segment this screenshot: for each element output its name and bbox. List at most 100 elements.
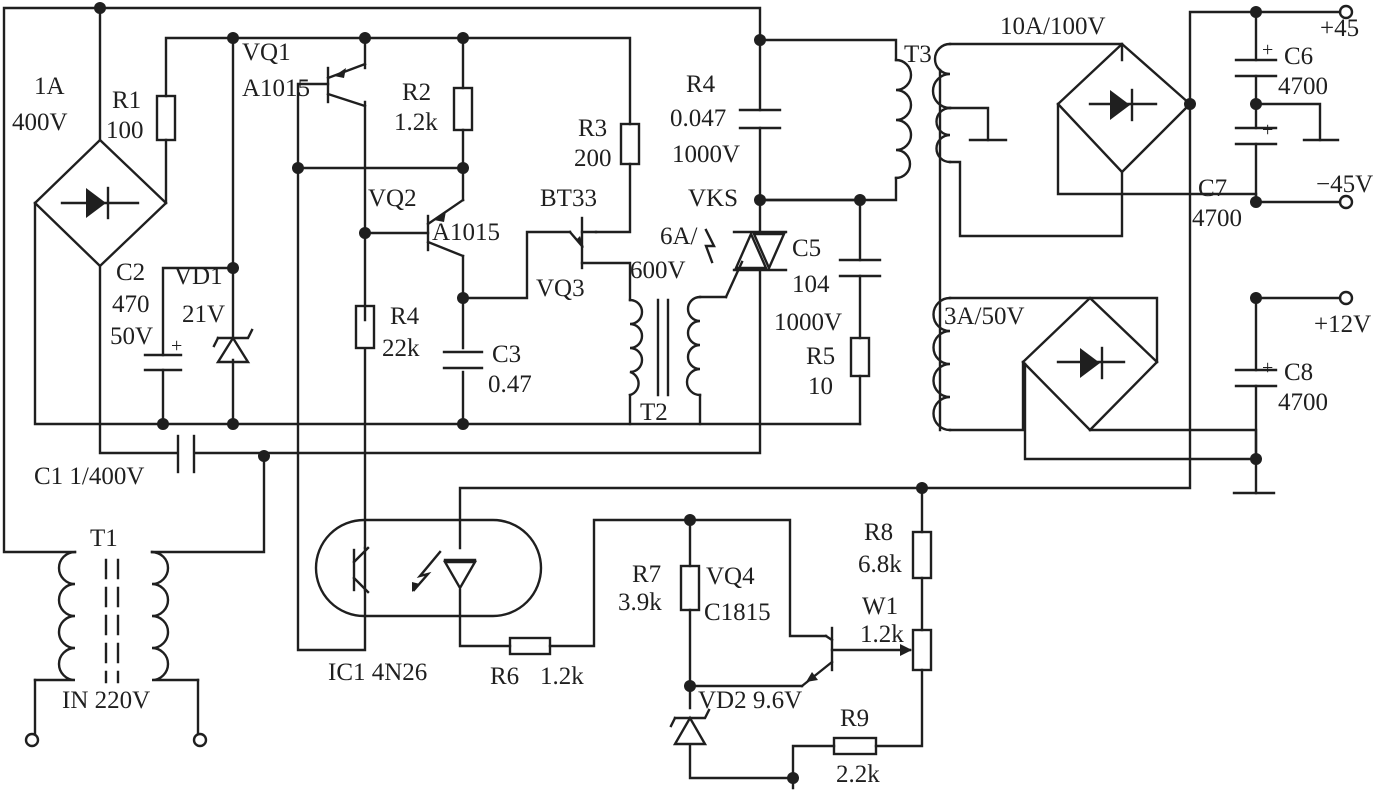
label-vq2-name: VQ2 bbox=[368, 185, 417, 212]
bridge-rectifier-1 bbox=[33, 138, 168, 268]
label-r6-name: R6 bbox=[490, 663, 519, 690]
label-vd2: VD2 9.6V bbox=[698, 687, 802, 714]
label-r7-name: R7 bbox=[632, 561, 661, 588]
capacitor-r4-0047 bbox=[738, 108, 782, 130]
resistor-r1 bbox=[155, 94, 177, 142]
label-c5-name: C5 bbox=[792, 235, 821, 262]
resistor-r6 bbox=[508, 636, 552, 656]
transistor-vq1 bbox=[326, 62, 367, 108]
resistor-r4-22k bbox=[354, 304, 376, 350]
transformer-t1 bbox=[33, 550, 200, 684]
label-out-p45: +45 bbox=[1320, 15, 1359, 42]
capacitor-c7 bbox=[1234, 126, 1278, 146]
label-c6-value: 4700 bbox=[1278, 73, 1328, 100]
label-r1-name: R1 bbox=[112, 87, 141, 114]
transformer-t2 bbox=[628, 295, 702, 397]
label-c2-name: C2 bbox=[116, 259, 145, 286]
label-c1: C1 1/400V bbox=[34, 463, 144, 490]
label-vks-current: 6A/ bbox=[660, 223, 698, 250]
resistor-r5 bbox=[849, 336, 871, 378]
label-r2-value: 1.2k bbox=[394, 109, 438, 136]
label-bridge3-rating: 3A/50V bbox=[944, 303, 1025, 330]
resistor-r9 bbox=[832, 736, 878, 756]
label-c8-value: 4700 bbox=[1278, 389, 1328, 416]
zener-diode-vd2 bbox=[669, 708, 711, 746]
label-vq3-name: VQ3 bbox=[536, 275, 585, 302]
capacitor-c6 bbox=[1234, 58, 1278, 78]
label-c5-voltage: 1000V bbox=[774, 309, 842, 336]
label-c8-plus: + bbox=[1262, 357, 1273, 379]
label-c2-cap: 470 bbox=[112, 291, 150, 318]
label-vq4-name: VQ4 bbox=[706, 563, 755, 590]
label-c3-value: 0.47 bbox=[488, 371, 532, 398]
bridge-rectifier-2 bbox=[1056, 42, 1192, 174]
labels: 1A 400V R1 100 C2 470 50V + VD1 21V VQ1 … bbox=[12, 13, 1373, 788]
label-r4a-name: R4 bbox=[390, 303, 420, 330]
label-r5-value: 10 bbox=[808, 373, 833, 400]
capacitor-c1 bbox=[176, 434, 196, 474]
transistor-vq4 bbox=[800, 626, 834, 688]
label-c2-plus: + bbox=[171, 335, 182, 357]
resistor-r8 bbox=[911, 530, 933, 580]
label-c8-name: C8 bbox=[1284, 359, 1313, 386]
label-out-m45: −45V bbox=[1316, 171, 1373, 198]
label-r8-value: 6.8k bbox=[858, 551, 902, 578]
label-vks-voltage: 600V bbox=[630, 257, 686, 284]
resistor-r7 bbox=[679, 564, 701, 612]
label-t1-name: T1 bbox=[90, 525, 118, 552]
label-bridge1-voltage: 400V bbox=[12, 109, 68, 136]
label-vq1-type: A1015 bbox=[242, 75, 310, 102]
label-vd1-value: 21V bbox=[182, 301, 225, 328]
capacitor-c2 bbox=[143, 353, 183, 372]
label-vks-name: VKS bbox=[688, 185, 738, 212]
label-vq2-type: A1015 bbox=[432, 219, 500, 246]
label-out-p12: +12V bbox=[1314, 311, 1371, 338]
ujt-vq3 bbox=[568, 216, 598, 270]
transformer-t3 bbox=[894, 42, 952, 432]
label-bridge2-rating: 10A/100V bbox=[1000, 13, 1106, 40]
label-vd1-name: VD1 bbox=[174, 263, 223, 290]
resistor-r3 bbox=[619, 122, 641, 166]
label-r4a-value: 22k bbox=[382, 335, 420, 362]
label-vq4-type: C1815 bbox=[704, 599, 771, 626]
label-c7-plus: + bbox=[1262, 119, 1273, 141]
label-r6-value: 1.2k bbox=[540, 663, 584, 690]
label-input: IN 220V bbox=[62, 687, 150, 714]
label-r7-value: 3.9k bbox=[618, 589, 662, 616]
label-c7-name: C7 bbox=[1198, 175, 1227, 202]
label-c3-name: C3 bbox=[492, 341, 521, 368]
label-c6-plus: + bbox=[1262, 39, 1273, 61]
label-t3-name: T3 bbox=[904, 41, 932, 68]
potentiometer-w1 bbox=[900, 628, 933, 672]
label-vq1-name: VQ1 bbox=[242, 39, 291, 66]
zener-diode-vd1 bbox=[212, 328, 254, 364]
label-r3-value: 200 bbox=[574, 145, 612, 172]
label-t2-name: T2 bbox=[640, 399, 668, 426]
label-r9-value: 2.2k bbox=[836, 761, 880, 788]
label-w1-name: W1 bbox=[862, 593, 898, 620]
output-terminals bbox=[24, 4, 1354, 748]
label-c6-name: C6 bbox=[1284, 43, 1313, 70]
transistor-vq2 bbox=[426, 198, 465, 258]
label-ic1: IC1 4N26 bbox=[328, 659, 427, 686]
label-r4b-value: 0.047 bbox=[670, 105, 726, 132]
bridge-rectifier-3 bbox=[1021, 296, 1159, 432]
label-bt33-name: BT33 bbox=[540, 185, 597, 212]
label-r2-name: R2 bbox=[402, 79, 431, 106]
label-r3-name: R3 bbox=[578, 115, 607, 142]
label-c5-value: 104 bbox=[792, 271, 830, 298]
label-c7-value: 4700 bbox=[1192, 205, 1242, 232]
capacitor-c3 bbox=[442, 350, 484, 370]
label-r8-name: R8 bbox=[864, 519, 893, 546]
label-w1-value: 1.2k bbox=[860, 621, 904, 648]
label-c2-voltage: 50V bbox=[110, 323, 153, 350]
capacitor-c8 bbox=[1234, 368, 1278, 388]
label-r4b-voltage: 1000V bbox=[672, 141, 740, 168]
label-r4b-name: R4 bbox=[686, 71, 716, 98]
label-bridge1-current: 1A bbox=[34, 73, 65, 100]
junction-dots bbox=[94, 2, 1262, 784]
triac-vks bbox=[704, 228, 788, 272]
capacitor-c5 bbox=[838, 258, 882, 278]
label-r9-name: R9 bbox=[840, 705, 869, 732]
